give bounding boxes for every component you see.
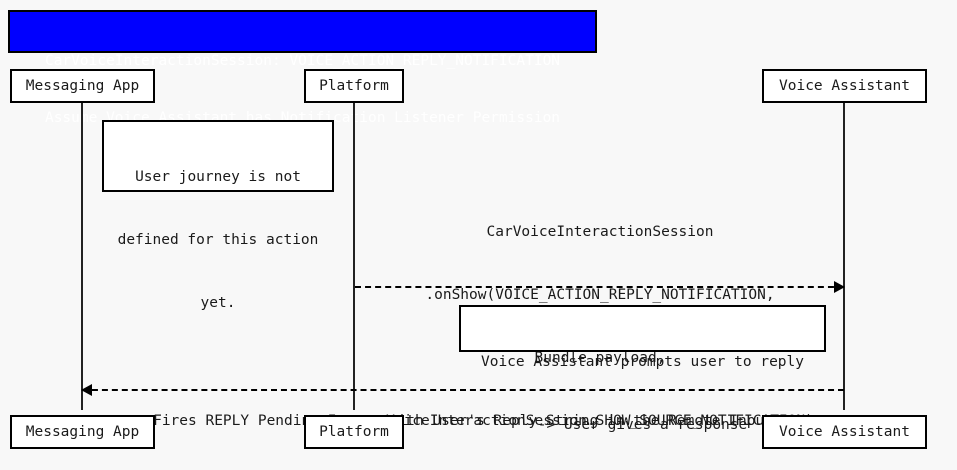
lifeline-voice-assistant [843,103,845,410]
participant-foot-messaging-app-label: Messaging App [25,424,140,440]
lifeline-platform [353,103,355,410]
message-arrow-reply-pending-intent [81,384,844,396]
participant-head-platform[interactable]: Platform [304,69,404,103]
note-user-journey-line-3: yet. [200,295,236,311]
message-label-on-show-line-4: VoiceInteractionSession.SHOW_SOURCE_NOTI… [386,413,814,429]
note-user-journey-line-1: User journey is not [135,169,301,185]
participant-head-platform-label: Platform [319,78,389,94]
message-arrow-reply-pending-intent-head [81,384,92,396]
message-label-on-show-line-1: CarVoiceInteractionSession [486,224,714,240]
participant-foot-messaging-app[interactable]: Messaging App [10,415,155,449]
participant-foot-platform[interactable]: Platform [304,415,404,449]
participant-head-voice-assistant[interactable]: Voice Assistant [762,69,927,103]
message-arrow-reply-pending-intent-line [82,389,844,391]
lifeline-messaging-app [81,103,83,410]
note-user-journey-line-2: defined for this action [117,232,319,248]
participant-foot-platform-label: Platform [319,424,389,440]
participant-foot-voice-assistant[interactable]: Voice Assistant [762,415,927,449]
diagram-title: CarVoiceInteractionSession: VOICE_ACTION… [8,10,597,126]
message-arrow-on-show [355,281,845,293]
note-user-journey: User journey is not defined for this act… [102,120,334,311]
note-voice-assistant-prompt-line-1: Voice Assistant prompts user to reply [480,354,804,370]
participant-head-messaging-app-label: Messaging App [25,78,140,94]
participant-head-voice-assistant-label: Voice Assistant [779,78,910,94]
message-label-on-show: CarVoiceInteractionSession .onShow(VOICE… [356,180,844,470]
note-voice-assistant-prompt: Voice Assistant prompts user to reply ->… [459,305,826,433]
message-label-on-show-line-3: Bundle payload, [534,350,666,366]
message-arrow-on-show-head [834,281,845,293]
message-label-reply-pending-intent-line-1: Fires REPLY Pending Intent with User's R… [153,413,773,429]
message-arrow-on-show-line [355,286,844,288]
participant-head-messaging-app[interactable]: Messaging App [10,69,155,103]
diagram-title-line-1: CarVoiceInteractionSession: VOICE_ACTION… [44,53,561,69]
note-voice-assistant-prompt-line-2: -> User gives a response [537,417,748,433]
participant-foot-voice-assistant-label: Voice Assistant [779,424,910,440]
message-label-on-show-line-2: .onShow(VOICE_ACTION_REPLY_NOTIFICATION, [425,287,775,303]
